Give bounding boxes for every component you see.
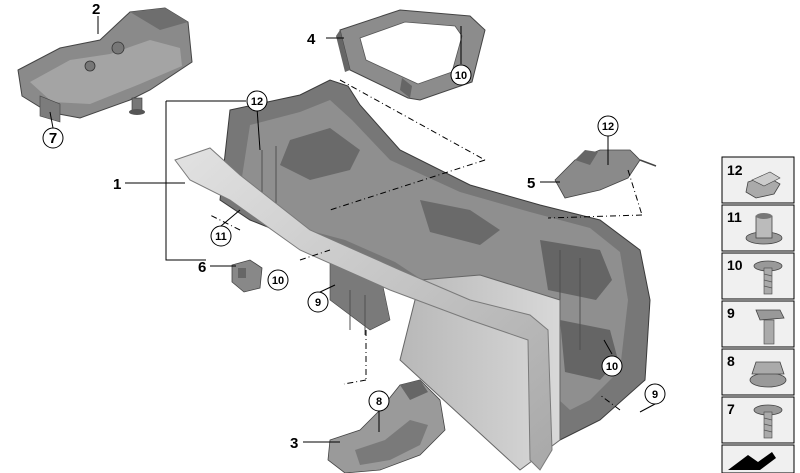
parts-legend: 12 11 10: [721, 156, 795, 473]
bracket-part-2: [17, 7, 193, 123]
legend-item-8: 8: [721, 348, 795, 396]
svg-text:8: 8: [727, 353, 735, 369]
label-part-1: 1: [113, 176, 121, 193]
legend-item-11: 11: [721, 204, 795, 252]
callout-10-left: 10: [267, 269, 289, 291]
svg-text:8: 8: [376, 396, 382, 408]
svg-text:7: 7: [49, 130, 57, 147]
callout-11: 11: [210, 225, 232, 247]
callout-10-top: 10: [450, 64, 472, 86]
collar-screw-icon: [753, 260, 783, 295]
callout-10-right: 10: [601, 355, 623, 377]
flange-screw-icon: [753, 404, 783, 439]
svg-text:9: 9: [727, 305, 735, 321]
svg-text:10: 10: [455, 70, 467, 82]
callout-7: 7: [42, 127, 64, 149]
expanding-nut-icon: [745, 213, 783, 245]
bracket-part-5: [554, 149, 657, 199]
callout-8: 8: [368, 390, 390, 412]
callout-12-right: 12: [597, 115, 619, 137]
arrow-symbol-icon: [728, 452, 776, 470]
leader-lines: [49, 16, 656, 443]
clip-nut-icon: [745, 171, 781, 199]
svg-text:11: 11: [215, 231, 227, 243]
label-part-6: 6: [198, 259, 206, 276]
svg-text:11: 11: [727, 209, 742, 225]
svg-text:12: 12: [602, 121, 614, 133]
svg-text:9: 9: [315, 297, 321, 309]
svg-text:10: 10: [272, 275, 284, 287]
callout-9-right: 9: [644, 383, 666, 405]
svg-text:7: 7: [727, 401, 735, 417]
svg-text:9: 9: [652, 389, 658, 401]
label-part-3: 3: [290, 435, 298, 452]
legend-item-12: 12: [721, 156, 795, 204]
center-console-body: [174, 79, 651, 471]
bracket-part-6: [231, 259, 263, 293]
hex-bolt-icon: [755, 309, 785, 345]
callout-9-left: 9: [307, 291, 329, 313]
label-part-5: 5: [527, 175, 535, 192]
legend-item-9: 9: [721, 300, 795, 348]
svg-text:10: 10: [727, 257, 743, 273]
label-part-2: 2: [92, 1, 100, 18]
hex-nut-washer-icon: [749, 361, 787, 388]
circle-callouts: 7 12 10 12 11 10 9 10: [42, 64, 666, 412]
legend-item-10: 10: [721, 252, 795, 300]
legend-item-arrow: [721, 444, 795, 473]
label-part-4: 4: [307, 31, 316, 48]
dash-lines: [209, 79, 643, 411]
bracket-part-3: [327, 379, 446, 473]
part-labels: 2 4 1 5 6 3: [92, 1, 535, 452]
callout-12-left: 12: [246, 90, 268, 112]
svg-text:12: 12: [251, 96, 263, 108]
frame-part-4: [336, 9, 486, 101]
legend-item-7: 7: [721, 396, 795, 444]
svg-text:12: 12: [727, 162, 743, 178]
svg-text:10: 10: [606, 361, 618, 373]
